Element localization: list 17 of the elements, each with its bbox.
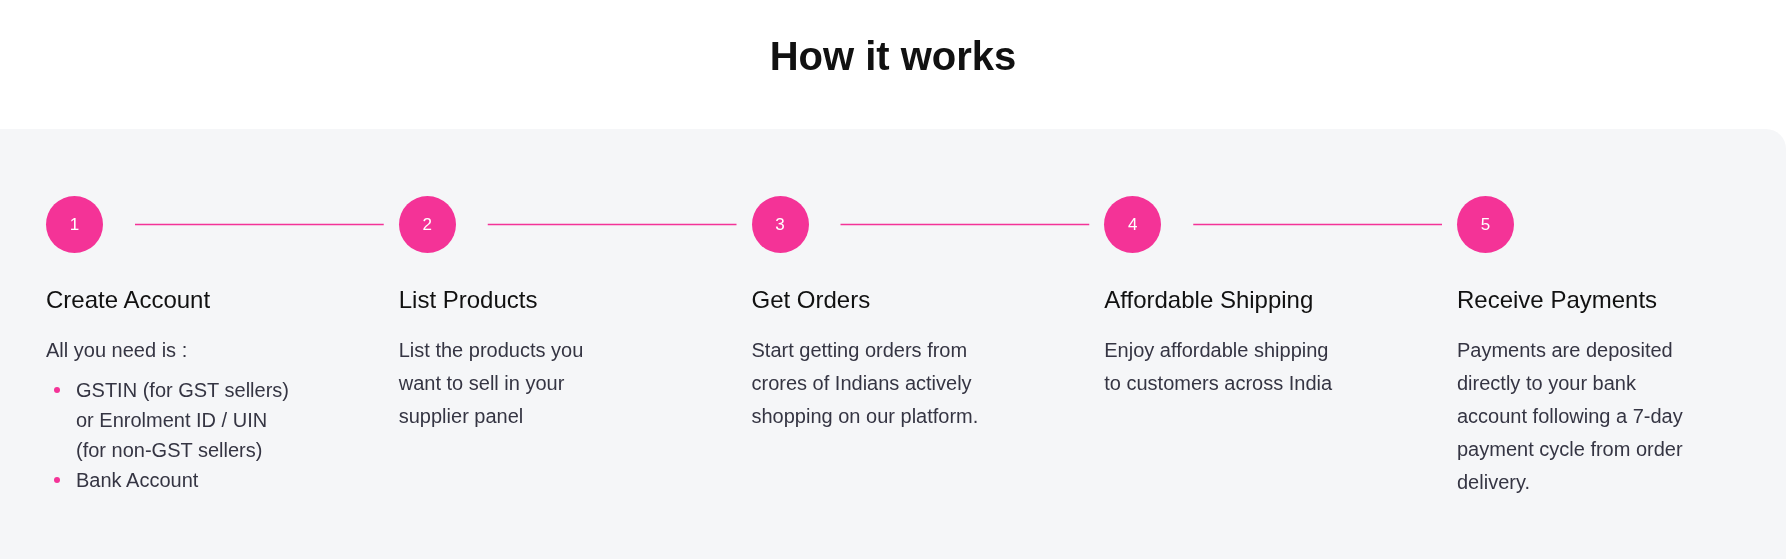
step-heading: Receive Payments (1457, 285, 1658, 315)
connector-line (486, 223, 738, 226)
step-heading: Affordable Shipping (1104, 285, 1314, 315)
step-description: Start getting orders from crores of Indians actively shopping on our platform. (751, 338, 980, 429)
step-heading: Get Orders (751, 285, 871, 315)
step-heading: Create Account (46, 285, 211, 315)
list-item: GSTIN (for GST sellers) or Enrolment ID / UIN (for non-GST sellers) (76, 378, 290, 463)
step-heading: List Products (398, 285, 538, 315)
step-description: Payments are deposited directly to your bank account following a 7-day payment cycle from order delivery. (1457, 338, 1684, 495)
connector-line (839, 223, 1091, 226)
connector-line (1192, 223, 1443, 226)
connector-line (134, 223, 385, 226)
step-description: Enjoy affordable shipping to customers across India (1104, 338, 1334, 396)
title: How it works (769, 33, 1017, 80)
list-item: Bank Account (76, 468, 200, 493)
step-description: List the products you want to sell in your supplier panel (398, 338, 585, 429)
step-description: All you need is : (46, 338, 189, 363)
